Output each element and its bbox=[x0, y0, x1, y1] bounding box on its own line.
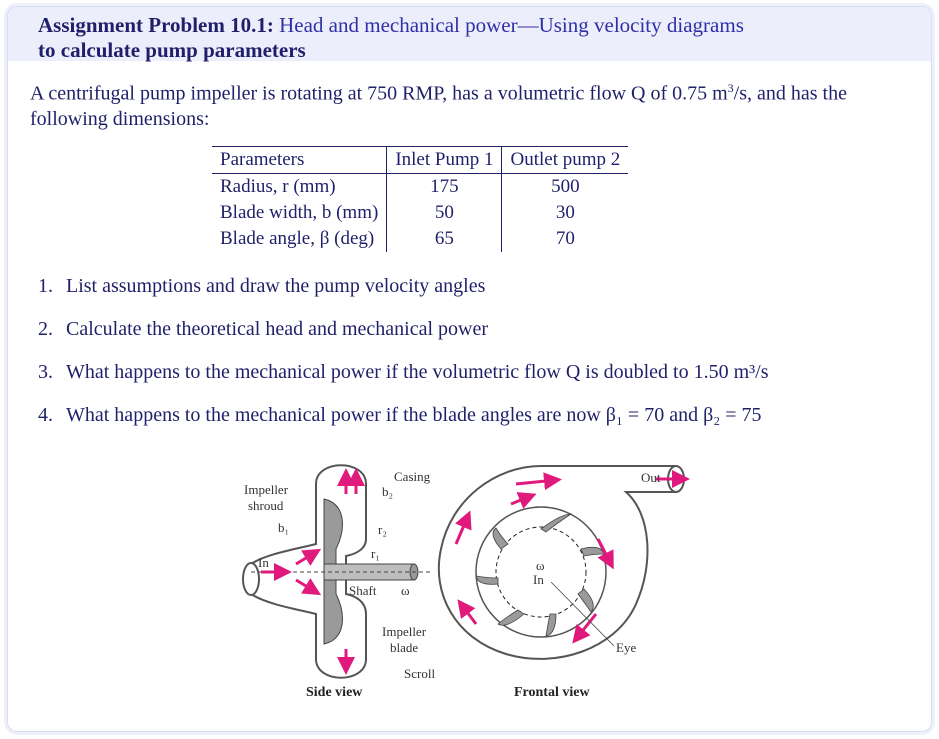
flow-arrow bbox=[572, 613, 598, 644]
table-cell: Blade angle, β (deg) bbox=[212, 226, 388, 252]
flow-arrow bbox=[510, 492, 537, 509]
label-impeller-shroud: Impeller bbox=[244, 482, 289, 497]
question-text: List assumptions and draw the pump veloc… bbox=[66, 275, 486, 297]
side-view: Impeller shroud Casing b₂ b₁ r₂ r₁ In Sh… bbox=[242, 464, 435, 700]
table-cell: 30 bbox=[555, 202, 575, 223]
table-cell: 175 bbox=[386, 173, 503, 200]
leader-line-eye bbox=[550, 581, 615, 647]
label-scroll: Scroll bbox=[404, 666, 435, 681]
table-header-inlet: Inlet Pump 1 bbox=[386, 146, 503, 174]
flow-arrow bbox=[295, 548, 322, 566]
question-number: 3. bbox=[38, 361, 53, 383]
table-cell: 70 bbox=[555, 228, 575, 249]
problem-statement: A centrifugal pump impeller is rotating … bbox=[30, 76, 900, 132]
frontal-view: Out ω In Eye Frontal view bbox=[437, 465, 690, 700]
caption-frontal-view: Frontal view bbox=[514, 685, 590, 700]
eye-circle bbox=[495, 526, 587, 618]
list-item: 3. What happens to the mechanical power i… bbox=[38, 358, 769, 401]
label-r2: r₂ bbox=[378, 522, 387, 537]
pump-diagram: Impeller shroud Casing b₂ b₁ r₂ r₁ In Sh… bbox=[206, 444, 726, 706]
list-item: 4. What happens to the mechanical power i… bbox=[38, 401, 769, 444]
label-shaft: Shaft bbox=[349, 583, 377, 598]
table-row: Blade angle, β (deg) 65 70 bbox=[212, 226, 628, 252]
title-rest: —Using velocity diagrams bbox=[517, 13, 744, 37]
title-highlight: Head and mechanical power bbox=[279, 13, 518, 37]
question-number: 4. bbox=[38, 404, 53, 426]
label-casing: Casing bbox=[394, 469, 431, 484]
table-cell: Blade width, b (mm) bbox=[212, 200, 388, 226]
table-row: Blade width, b (mm) 50 30 bbox=[212, 200, 628, 226]
label-in-front: In bbox=[533, 572, 544, 587]
flow-arrow bbox=[596, 538, 614, 570]
label-r1: r₁ bbox=[371, 546, 380, 561]
question-text: What happens to the mechanical power if … bbox=[66, 404, 762, 426]
label-out: Out bbox=[641, 470, 661, 485]
label-in-side: In bbox=[258, 555, 269, 570]
question-list: 1. List assumptions and draw the pump vel… bbox=[38, 272, 769, 444]
question-number: 1. bbox=[38, 275, 53, 297]
intro-text-2: /s, and has the following dimensions: bbox=[30, 82, 847, 130]
inlet-pipe bbox=[242, 562, 260, 596]
table-row: Radius, r (mm) 175 500 bbox=[212, 173, 628, 200]
label-b2: b₂ bbox=[382, 484, 393, 499]
label-eye: Eye bbox=[616, 640, 636, 655]
flow-arrow bbox=[454, 510, 472, 545]
flow-arrow bbox=[457, 599, 478, 625]
table-cell: 500 bbox=[551, 176, 580, 197]
question-text: What happens to the mechanical power if … bbox=[66, 361, 769, 383]
label-impeller-blade-2: blade bbox=[390, 640, 418, 655]
intro-text-1: A centrifugal pump impeller is rotating … bbox=[30, 82, 728, 105]
table-cell: 65 bbox=[386, 226, 503, 252]
title-bar: Assignment Problem 10.1: Head and mechan… bbox=[8, 7, 931, 63]
flow-arrow bbox=[295, 578, 322, 596]
caption-side-view: Side view bbox=[306, 685, 363, 700]
impeller-upper bbox=[323, 498, 343, 565]
table-cell: Radius, r (mm) bbox=[212, 173, 388, 200]
assignment-title: Assignment Problem 10.1: Head and mechan… bbox=[38, 13, 901, 63]
label-b1: b₁ bbox=[278, 520, 289, 535]
table-cell: 50 bbox=[386, 200, 503, 226]
list-item: 2. Calculate the theoretical head and mec… bbox=[38, 315, 769, 358]
table-header-outlet: Outlet pump 2 bbox=[501, 146, 629, 174]
label-omega-front: ω bbox=[536, 558, 545, 573]
impeller-lower bbox=[323, 579, 343, 645]
question-text: Calculate the theoretical head and mecha… bbox=[66, 318, 489, 340]
list-item: 1. List assumptions and draw the pump vel… bbox=[38, 272, 769, 315]
title-prefix: Assignment Problem 10.1: bbox=[38, 13, 280, 37]
table-header-parameters: Parameters bbox=[212, 146, 388, 174]
title-line2: to calculate pump parameters bbox=[38, 38, 306, 62]
dimensions-table: Parameters Inlet Pump 1 Outlet pump 2 Ra… bbox=[212, 146, 629, 252]
impeller-blades bbox=[475, 513, 605, 637]
intro-sup: 3 bbox=[727, 81, 734, 95]
label-impeller-shroud-2: shroud bbox=[248, 498, 284, 513]
question-number: 2. bbox=[38, 318, 53, 340]
label-impeller-blade: Impeller bbox=[382, 624, 427, 639]
flow-arrow bbox=[515, 472, 562, 491]
label-omega-side: ω bbox=[401, 583, 410, 598]
